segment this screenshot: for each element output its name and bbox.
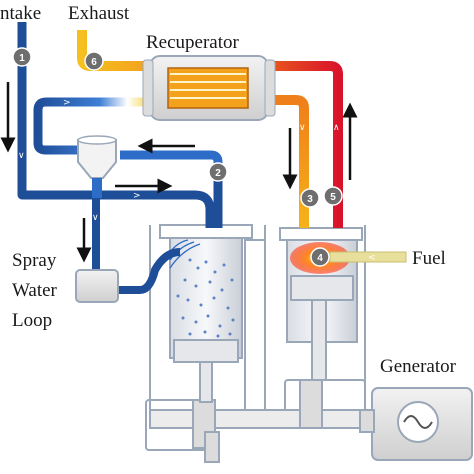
station-marker-1: 1 — [12, 47, 32, 67]
exhaust-label: Exhaust — [68, 3, 130, 24]
intake-label: ntake — [0, 3, 41, 24]
svg-text:1: 1 — [19, 53, 25, 64]
svg-text:>: > — [63, 98, 71, 108]
recuperator-label: Recuperator — [146, 32, 240, 53]
recuperator-inlet-pipe — [33, 97, 150, 155]
water-separator — [77, 135, 117, 198]
intake-pipe — [17, 22, 215, 228]
sine-wave-icon — [403, 415, 433, 429]
station-marker-5: 5 — [323, 186, 343, 206]
flow-chevrons: > > ∨ ∨ ∧ ∨ < — [18, 98, 376, 263]
return-pipe-2 — [120, 150, 223, 175]
svg-text:>: > — [133, 191, 141, 201]
svg-text:∨: ∨ — [299, 123, 306, 133]
water-spray — [176, 258, 235, 338]
fuel-label: Fuel — [412, 248, 446, 269]
spray-water-pump — [75, 269, 119, 303]
svg-text:5: 5 — [330, 192, 336, 203]
generator-label: Generator — [380, 356, 457, 377]
flow-arrows — [0, 82, 358, 263]
spray-label-line3: Loop — [12, 310, 52, 331]
spray-label-line1: Spray — [12, 250, 57, 271]
recuperator — [142, 55, 276, 121]
fuel-line — [329, 251, 407, 263]
compression-cylinder — [159, 224, 253, 403]
svg-text:2: 2 — [215, 168, 221, 179]
svg-text:∨: ∨ — [92, 213, 99, 223]
svg-text:3: 3 — [307, 194, 313, 205]
generator — [359, 387, 473, 461]
spray-label-line2: Water — [12, 280, 58, 301]
svg-text:∧: ∧ — [333, 123, 340, 133]
station-marker-4: 4 — [310, 247, 330, 267]
station-marker-2: 2 — [208, 162, 228, 182]
hot-air-pipe-3 — [268, 95, 309, 228]
svg-text:4: 4 — [317, 253, 323, 264]
station-marker-6: 6 — [84, 51, 104, 71]
station-marker-3: 3 — [300, 188, 320, 208]
svg-text:6: 6 — [91, 57, 97, 68]
svg-text:∨: ∨ — [18, 151, 25, 161]
svg-text:<: < — [368, 253, 376, 263]
